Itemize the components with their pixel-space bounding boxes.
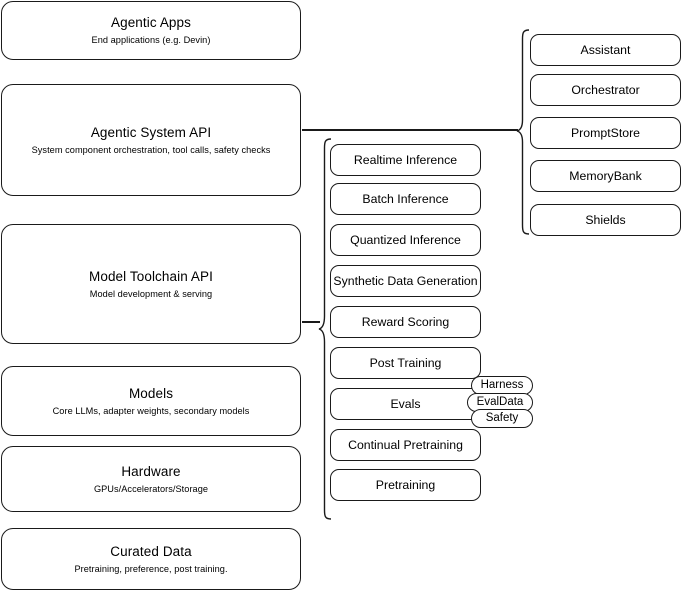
component-pretraining[interactable]: Pretraining — [330, 469, 481, 501]
layer-subtitle: Core LLMs, adapter weights, secondary mo… — [52, 405, 250, 416]
layer-title: Model Toolchain API — [89, 268, 213, 284]
component-continual-pretraining[interactable]: Continual Pretraining — [330, 429, 481, 461]
component-post-training[interactable]: Post Training — [330, 347, 481, 379]
component-memorybank[interactable]: MemoryBank — [530, 160, 681, 192]
component-realtime-inference[interactable]: Realtime Inference — [330, 144, 481, 176]
layer-subtitle: System component orchestration, tool cal… — [31, 144, 271, 155]
layer-title: Agentic Apps — [110, 15, 191, 30]
component-promptstore[interactable]: PromptStore — [530, 117, 681, 149]
layer-subtitle: Pretraining, preference, post training. — [74, 563, 228, 574]
layer-agentic-system-api[interactable]: Agentic System API System component orch… — [1, 84, 301, 196]
component-orchestrator[interactable]: Orchestrator — [530, 74, 681, 106]
layer-curated-data[interactable]: Curated Data Pretraining, preference, po… — [1, 528, 301, 590]
component-evals[interactable]: Evals — [330, 388, 481, 420]
evals-subcomponent-safety[interactable]: Safety — [471, 409, 533, 428]
layer-title: Hardware — [121, 463, 181, 479]
layer-title: Models — [128, 385, 174, 401]
layer-subtitle: End applications (e.g. Devin) — [91, 35, 211, 45]
component-quantized-inference[interactable]: Quantized Inference — [330, 224, 481, 256]
component-reward-scoring[interactable]: Reward Scoring — [330, 306, 481, 338]
evals-subcomponent-harness[interactable]: Harness — [471, 376, 533, 395]
component-assistant[interactable]: Assistant — [530, 34, 681, 66]
component-shields[interactable]: Shields — [530, 204, 681, 236]
layer-title: Curated Data — [110, 543, 192, 559]
layer-subtitle: GPUs/Accelerators/Storage — [93, 483, 209, 494]
component-synthetic-data-generation[interactable]: Synthetic Data Generation — [330, 265, 481, 297]
component-batch-inference[interactable]: Batch Inference — [330, 183, 481, 215]
connector-line-system-api — [302, 129, 518, 131]
brace-toolchain — [318, 138, 332, 520]
layer-models[interactable]: Models Core LLMs, adapter weights, secon… — [1, 366, 301, 436]
layer-title: Agentic System API — [90, 124, 212, 140]
layer-hardware[interactable]: Hardware GPUs/Accelerators/Storage — [1, 446, 301, 512]
layer-subtitle: Model development & serving — [89, 288, 213, 299]
brace-system-components — [516, 29, 530, 235]
layer-model-toolchain-api[interactable]: Model Toolchain API Model development & … — [1, 224, 301, 344]
connector-line-toolchain-api — [302, 321, 320, 323]
layer-agentic-apps[interactable]: Agentic Apps End applications (e.g. Devi… — [1, 1, 301, 60]
